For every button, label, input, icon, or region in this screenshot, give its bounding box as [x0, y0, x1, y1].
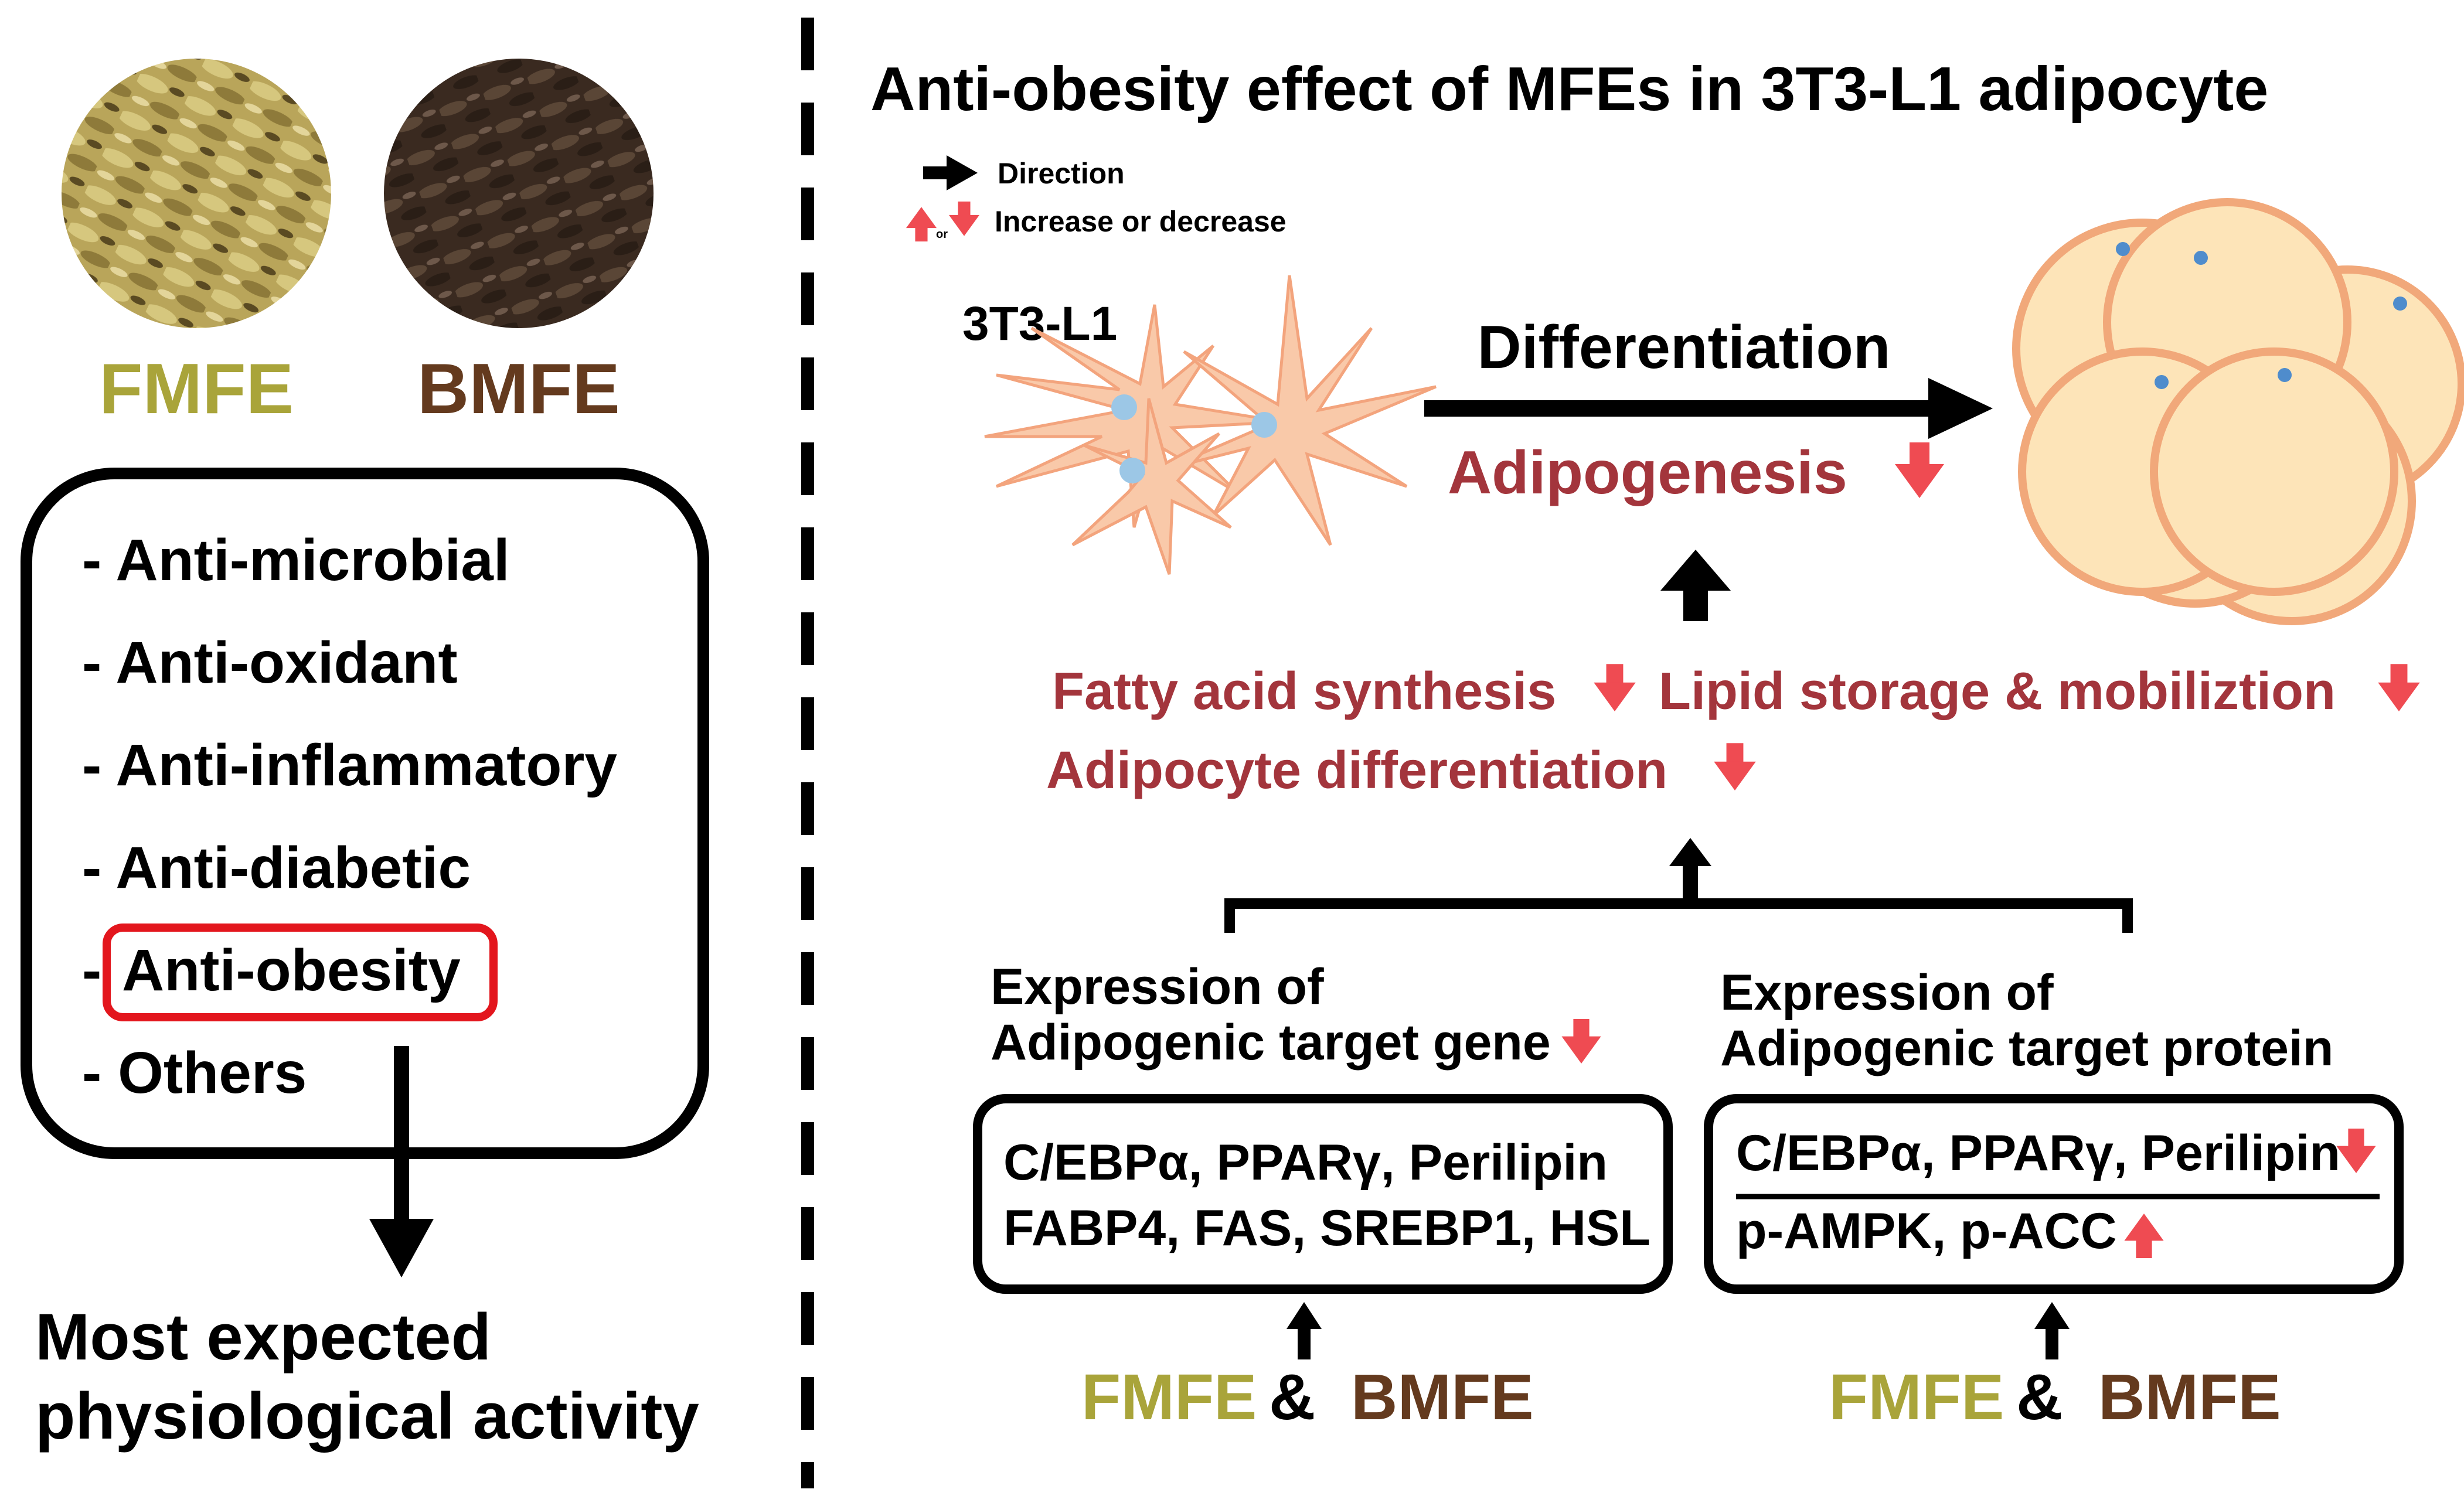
protein-box	[1704, 1094, 2404, 1294]
adipocyte-nuclei	[2116, 242, 2407, 389]
bmfe-leaf-photo	[384, 59, 654, 328]
bmfe-label: BMFE	[417, 349, 620, 428]
adipogenesis-label: Adipogenesis	[1448, 439, 1847, 507]
gene-line-1: C/EBPα, PPARγ, Perilipin	[1003, 1134, 1608, 1191]
gene-source-bmfe: BMFE	[1351, 1361, 1534, 1433]
legend-direction-arrow-icon	[947, 155, 978, 190]
cell-nucleus	[1111, 394, 1137, 420]
protein-line-2: p-AMPK, p-ACC	[1736, 1203, 2117, 1259]
activity-item-highlighted: Anti-obesity	[122, 938, 461, 1003]
gene-decrease-icon	[1561, 1019, 1601, 1064]
process-fatty-acid: Fatty acid synthesis	[1052, 662, 1556, 721]
protein-increase-icon	[2124, 1214, 2164, 1258]
right-title: Anti-obesity effect of MFEs in 3T3-L1 ad…	[870, 54, 2268, 124]
gene-source-fmfe: FMFE	[1081, 1361, 1257, 1433]
legend-direction-arrow-shaft	[923, 166, 952, 179]
adipogenesis-up-arrow-shaft	[1683, 589, 1708, 621]
left-panel: FMFE BMFE - Anti-microbial - Anti-oxidan…	[21, 59, 709, 1453]
cell-nucleus	[1119, 458, 1145, 483]
legend-down-arrow-icon	[948, 201, 980, 236]
legend-or: or	[936, 228, 948, 241]
mature-adipocytes	[2012, 198, 2464, 625]
activity-item: -	[82, 938, 101, 1003]
activity-item: - Anti-oxidant	[82, 630, 458, 696]
protein-decrease-icon	[2336, 1129, 2376, 1173]
process-adipocyte-differentiation: Adipocyte differentiation	[1046, 741, 1667, 800]
down-arrow-head	[369, 1219, 434, 1277]
gene-line-2: FABP4, FAS, SREBP1, HSL	[1003, 1200, 1650, 1256]
cell-nucleus	[1251, 412, 1277, 438]
process-lipid-storage: Lipid storage & mobiliztion	[1659, 662, 2336, 721]
protein-heading-1: Expression of	[1720, 965, 2054, 1021]
activity-item: - Others	[82, 1040, 307, 1106]
adipocyte-differentiation-decrease-icon	[1714, 743, 1756, 790]
fmfe-leaf-photo	[62, 59, 331, 328]
legend: Direction or Increase or decrease	[906, 155, 1287, 242]
conclusion-line-2: physiological activity	[35, 1379, 699, 1453]
protein-source-arrow-head	[2034, 1302, 2070, 1329]
gene-source-amp: &	[1269, 1361, 1315, 1433]
adipogenesis-up-arrow-head	[1660, 550, 1731, 591]
bracket-up-arrow-head	[1669, 838, 1711, 866]
legend-change-label: Increase or decrease	[995, 205, 1287, 238]
lipid-storage-decrease-icon	[2378, 664, 2420, 711]
activity-item: - Anti-diabetic	[82, 835, 471, 901]
protein-source-arrow-shaft	[2046, 1327, 2058, 1359]
fmfe-label: FMFE	[99, 349, 294, 428]
protein-source-bmfe: BMFE	[2098, 1361, 2281, 1433]
gene-source-arrow-head	[1287, 1302, 1322, 1329]
gene-heading-2: Adipogenic target gene	[991, 1014, 1551, 1071]
bracket	[1224, 898, 2133, 933]
gene-heading-1: Expression of	[991, 959, 1324, 1015]
protein-source-fmfe: FMFE	[1829, 1361, 2004, 1433]
protein-line-1: C/EBPα, PPARγ, Perilipin	[1736, 1125, 2340, 1181]
anti-obesity-highlight	[103, 924, 498, 1021]
differentiation-arrow-head	[1928, 378, 1993, 439]
legend-direction-label: Direction	[998, 157, 1125, 190]
differentiation-label: Differentiation	[1478, 313, 1891, 381]
preadipocyte-cells	[984, 275, 1437, 575]
legend-up-arrow-icon	[906, 207, 937, 242]
activity-item: - Anti-inflammatory	[82, 732, 617, 798]
protein-source-amp: &	[2016, 1361, 2063, 1433]
activity-box	[21, 468, 709, 1159]
cell-label: 3T3-L1	[962, 297, 1117, 350]
gene-box	[973, 1094, 1673, 1294]
bracket-up-arrow-shaft	[1683, 864, 1698, 899]
protein-heading-2: Adipogenic target protein	[1720, 1020, 2333, 1076]
right-panel: Anti-obesity effect of MFEs in 3T3-L1 ad…	[870, 54, 2464, 1433]
adipogenesis-decrease-icon	[1895, 442, 1944, 498]
activity-item: - Anti-microbial	[82, 527, 510, 593]
gene-source-arrow-shaft	[1298, 1327, 1311, 1359]
fatty-acid-decrease-icon	[1594, 664, 1636, 711]
conclusion-line-1: Most expected	[35, 1300, 491, 1374]
